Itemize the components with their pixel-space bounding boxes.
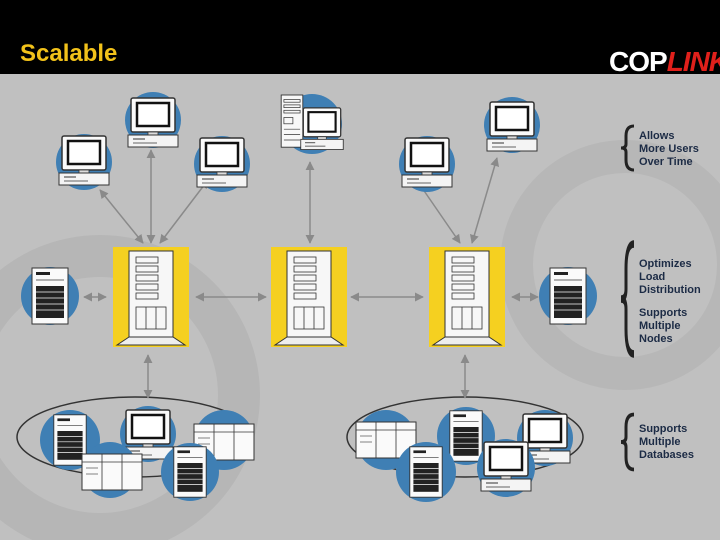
workstation-icon bbox=[128, 98, 178, 147]
workstation-icon bbox=[197, 138, 247, 187]
note-line: Distribution bbox=[639, 284, 701, 297]
note-optimizes-load: Optimizes Load Distribution bbox=[639, 258, 701, 297]
server-node-2 bbox=[271, 247, 347, 347]
document-icon bbox=[450, 411, 482, 461]
note-line: Nodes bbox=[639, 333, 687, 346]
server-tower-icon bbox=[281, 95, 303, 147]
document-icon bbox=[174, 447, 206, 497]
note-line: Optimizes bbox=[639, 258, 701, 271]
client-workstation-1 bbox=[56, 134, 112, 190]
note-allows-more-users: Allows More Users Over Time bbox=[639, 130, 699, 169]
workstation-icon bbox=[301, 108, 344, 150]
client-workstation-3 bbox=[194, 136, 250, 192]
note-line: More Users bbox=[639, 143, 699, 156]
arrow-client1-server1 bbox=[100, 190, 143, 243]
client-workstation-4 bbox=[281, 94, 343, 154]
arrow-client3-server1 bbox=[160, 180, 208, 243]
workstation-icon bbox=[481, 442, 531, 491]
note-line: Allows bbox=[639, 130, 699, 143]
client-workstation-6 bbox=[484, 97, 540, 153]
document-icon bbox=[54, 415, 86, 465]
client-workstation-5 bbox=[399, 136, 455, 192]
bracket-icon bbox=[621, 415, 634, 470]
note-supports-databases: Supports Multiple Databases bbox=[639, 423, 694, 462]
note-line: Supports bbox=[639, 423, 694, 436]
note-line: Load bbox=[639, 271, 701, 284]
note-line: Over Time bbox=[639, 156, 699, 169]
document-icon bbox=[32, 268, 68, 324]
database-group-right bbox=[356, 407, 573, 502]
note-supports-nodes: Supports Multiple Nodes bbox=[639, 307, 687, 346]
side-document-left bbox=[21, 267, 79, 325]
client-workstation-2 bbox=[125, 92, 181, 148]
server-node-3 bbox=[429, 247, 505, 347]
document-icon bbox=[410, 447, 442, 497]
workstation-icon bbox=[59, 136, 109, 185]
workstation-icon bbox=[487, 102, 537, 151]
note-line: Supports bbox=[639, 307, 687, 320]
arrow-client6-server3 bbox=[472, 158, 497, 243]
document-icon bbox=[550, 268, 586, 324]
note-line: Multiple bbox=[639, 436, 694, 449]
server-node-1 bbox=[113, 247, 189, 347]
note-line: Multiple bbox=[639, 320, 687, 333]
side-document-right bbox=[539, 267, 597, 325]
database-sheet-icon bbox=[82, 454, 142, 490]
workstation-icon bbox=[402, 138, 452, 187]
note-line: Databases bbox=[639, 449, 694, 462]
